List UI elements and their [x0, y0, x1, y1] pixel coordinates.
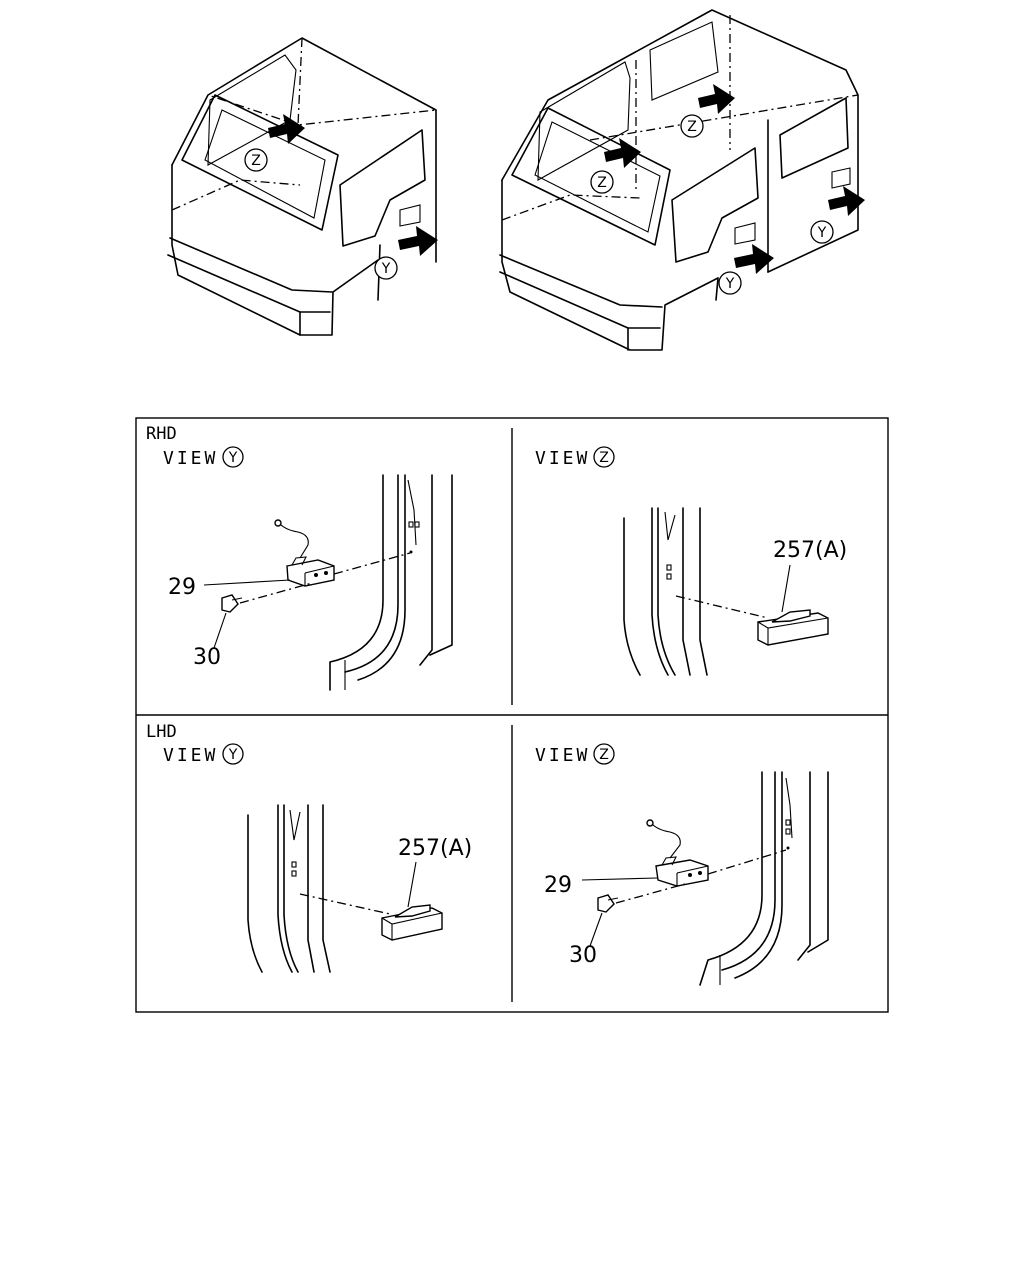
lhd-view-z-circle: Z [599, 747, 609, 763]
lhd-label: LHD [146, 722, 177, 742]
rhd-view-z-drawing [623, 507, 829, 676]
callout-y [374, 256, 398, 280]
callout-y-label-front: Y [725, 276, 735, 292]
lhd-part-29: 29 [544, 873, 572, 898]
lhd-part-257a: 257(A) [398, 836, 472, 861]
callout-z-label: Z [251, 153, 261, 169]
rhd-part-29: 29 [168, 575, 196, 600]
lhd-part-30: 30 [569, 943, 597, 968]
rhd-view-y-title: VIEW [163, 448, 218, 469]
callout-z-label-rear: Z [687, 119, 697, 135]
lhd-view-z-drawing [581, 771, 829, 986]
rhd-view-y-drawing [203, 474, 453, 691]
rhd-label: RHD [146, 424, 177, 444]
rhd-view-y-circle: Y [228, 450, 238, 466]
rhd-part-30: 30 [193, 645, 221, 670]
truck-standard-cab: Z Y [167, 37, 438, 336]
rhd-part-257a: 257(A) [773, 538, 847, 563]
rhd-view-z-title: VIEW [535, 448, 590, 469]
callout-y-label-rear: Y [817, 225, 827, 241]
callout-y-label: Y [381, 261, 391, 277]
callout-z-label-front: Z [597, 175, 607, 191]
lhd-view-z-title: VIEW [535, 745, 590, 766]
callout-z [244, 148, 268, 172]
lhd-view-y-title: VIEW [163, 745, 218, 766]
lhd-view-y-drawing [247, 804, 443, 973]
lhd-view-y-circle: Y [228, 747, 238, 763]
truck-crew-cab: Z Z Y Y [499, 9, 865, 351]
rhd-view-z-circle: Z [599, 450, 609, 466]
